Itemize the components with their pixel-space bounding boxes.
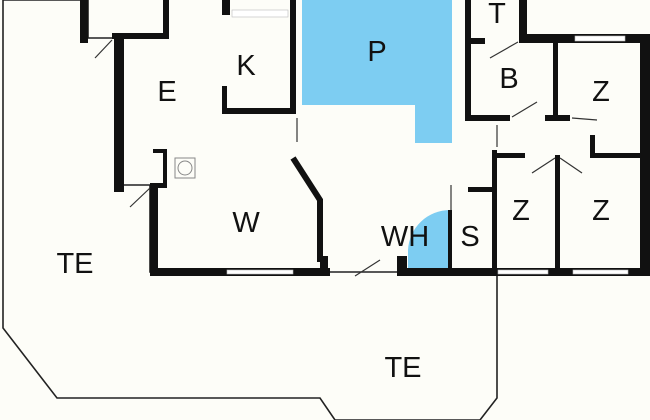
door-swings [94, 39, 598, 277]
room-label-living: W [232, 207, 260, 239]
room-label-bedroom-top-right: Z [592, 76, 610, 108]
room-label-bedroom-right: Z [592, 195, 610, 227]
room-label-pool: P [367, 36, 386, 68]
fireplace-icon [174, 157, 196, 179]
room-label-toilet: T [488, 0, 506, 30]
room-label-whirlpool: WH [381, 221, 429, 253]
room-label-kitchen: K [236, 50, 256, 82]
room-label-bedroom-mid: Z [512, 195, 530, 227]
pool-area [302, 0, 452, 143]
room-label-terrace-bottom: TE [384, 352, 421, 384]
room-label-storage: S [460, 221, 479, 253]
room-label-terrace-left: TE [56, 248, 93, 280]
room-label-entrance: E [157, 76, 176, 108]
walls [80, 0, 650, 276]
whirlpool-area [408, 209, 450, 268]
room-label-bathroom: B [499, 63, 518, 95]
